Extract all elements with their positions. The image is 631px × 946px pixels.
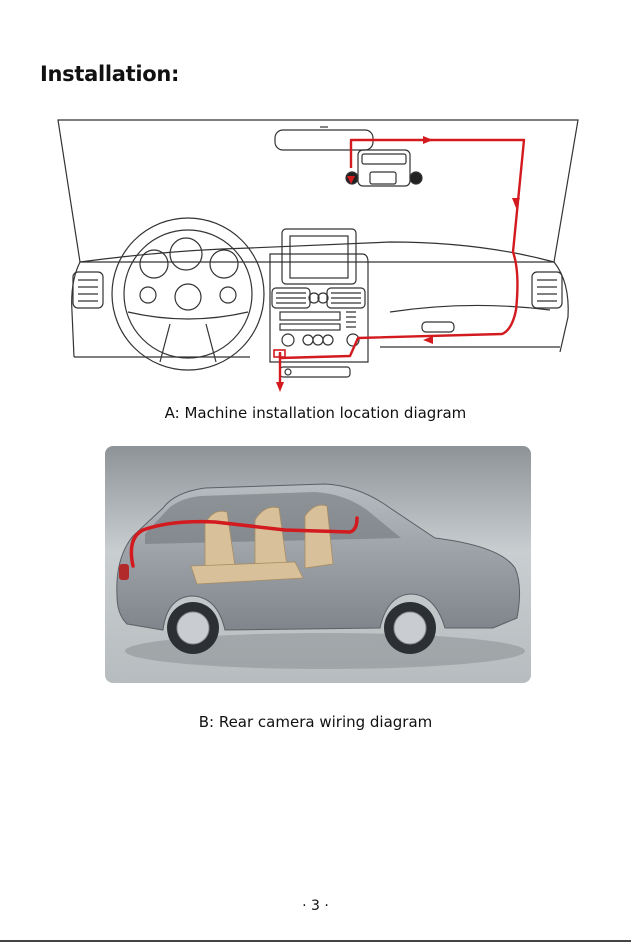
dashboard-installation-diagram xyxy=(50,112,584,402)
page-number: · 3 · xyxy=(0,898,631,914)
rear-camera-wiring-diagram xyxy=(105,446,531,683)
page-title: Installation: xyxy=(40,62,179,86)
caption-machine-installation: A: Machine installation location diagram xyxy=(0,404,631,422)
footer-divider xyxy=(0,940,631,942)
caption-rear-camera-wiring: B: Rear camera wiring diagram xyxy=(0,713,631,731)
